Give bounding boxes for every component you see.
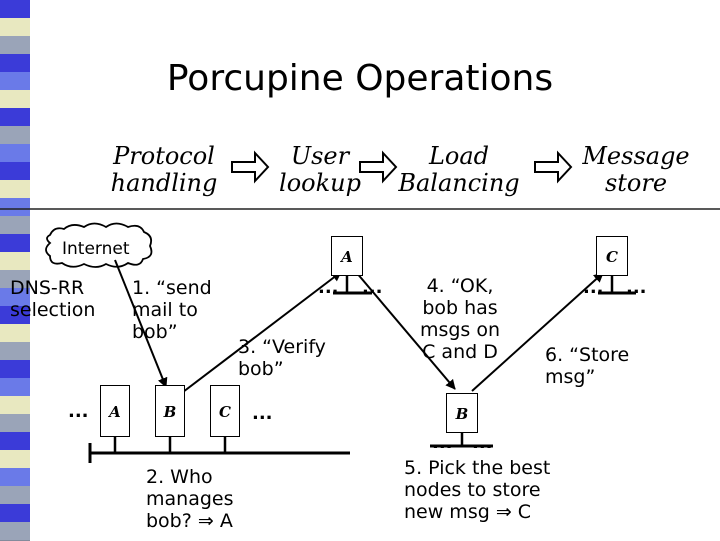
step-2-line2: manages [146,488,234,510]
step-3-label: 3. “Verify bob” [238,336,326,380]
step-2-line3: bob? ⇒ A [146,510,233,532]
node-top-a: A [331,236,363,276]
arrow-internet-to-b [114,259,168,388]
step-4-line2: bob has [422,297,498,319]
ellipsis-c-right: ... [626,277,647,298]
ellipsis-right-of-c: ... [252,403,273,424]
ellipsis-a-right: ... [362,277,383,298]
internet-cloud [45,222,153,268]
step-1-line2: mail to [132,299,198,321]
stage-user-lookup-line1: User [290,142,350,170]
ellipsis-c-left: ... [583,277,604,298]
step-4-line3: msgs on [419,319,501,341]
stage-arrow-3 [534,150,573,184]
step-2-label: 2. Who manages bob? ⇒ A [146,466,234,532]
ellipsis-a-left: ... [318,277,339,298]
step-4-label: 4. “OK, bob has msgs on C and D [405,275,515,363]
step-1-line1: 1. “send [132,277,212,299]
stage-user-lookup-line2: lookup [279,169,361,197]
step-3-line1: 3. “Verify [238,336,326,358]
step-5-line1: 5. Pick the best [404,457,551,479]
stage-message-store-line2: store [604,169,668,197]
arrow-a-to-b [355,271,456,390]
arrow-b-to-c [471,272,604,392]
stage-protocol-handling-line1: Protocol [113,142,215,170]
node-left-b: B [155,385,185,437]
ellipsis-left: ... [68,401,89,422]
internet-label: Internet [62,239,130,259]
stage-load-balancing: Load Balancing [395,143,523,197]
step-5-line2: nodes to store [404,479,541,501]
stage-message-store: Message store [580,143,692,197]
step-1-line3: bob” [132,321,178,343]
step-6-label: 6. “Store msg” [545,344,629,388]
stage-user-lookup: User lookup [270,143,370,197]
stage-protocol-handling-line2: handling [110,169,218,197]
node-left-a: A [100,385,130,437]
step-4-line4: C and D [422,341,498,363]
dns-rr-label: DNS-RR selection [10,277,95,321]
node-top-c: C [596,236,628,276]
step-5-line3: new msg ⇒ C [404,501,532,523]
step-6-line1: 6. “Store [545,344,630,366]
step-2-line1: 2. Who [146,466,213,488]
dns-rr-line2: selection [10,299,96,321]
stage-arrow-2 [359,150,398,184]
ellipsis-b-right: ... [472,432,493,453]
stage-message-store-line1: Message [582,142,690,170]
step-4-line1: 4. “OK, [426,275,494,297]
stage-load-balancing-line1: Load [428,142,490,170]
ellipsis-b-left: ... [432,432,453,453]
node-mid-b: B [446,393,478,433]
dns-rr-line1: DNS-RR [10,277,85,299]
decorative-stripe [0,0,30,541]
stage-protocol-handling: Protocol handling [108,143,220,197]
slide-title: Porcupine Operations [166,58,554,99]
stage-load-balancing-line2: Balancing [398,169,520,197]
arrow-b-to-a [182,271,342,393]
stage-arrow-1 [231,150,270,184]
node-left-c: C [210,385,240,437]
step-3-line2: bob” [238,358,284,380]
step-6-line2: msg” [545,366,596,388]
step-5-label: 5. Pick the best nodes to store new msg … [404,457,550,523]
step-1-label: 1. “send mail to bob” [132,277,212,343]
